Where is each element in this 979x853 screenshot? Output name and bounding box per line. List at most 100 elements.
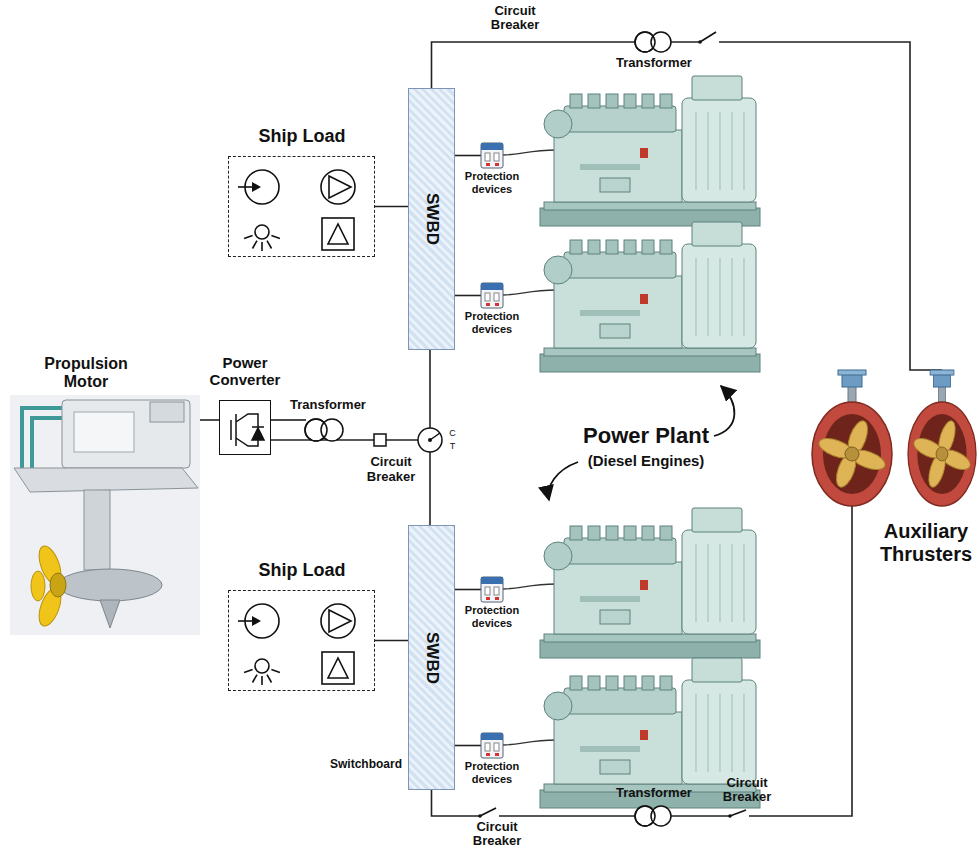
switchboard-bar: SWBD bbox=[408, 88, 455, 350]
generator-wire bbox=[503, 150, 556, 155]
protection-device-outline bbox=[481, 577, 503, 602]
protection-device-outline bbox=[481, 143, 503, 168]
node-label: Protection devices bbox=[465, 760, 519, 785]
circuit-breaker-symbol bbox=[478, 814, 482, 818]
power-cable bbox=[429, 350, 431, 428]
component-label: Switchboard bbox=[330, 757, 402, 771]
propulsion-motor-picture bbox=[14, 468, 198, 492]
circuit-breaker-symbol bbox=[700, 32, 716, 42]
node-text: Protection devices bbox=[460, 604, 524, 629]
node-label: Auxiliary Thrusters bbox=[880, 520, 972, 565]
node-label: Protection devices bbox=[465, 604, 519, 629]
node-label: SWBD bbox=[422, 193, 441, 245]
plain-label: Transformer bbox=[286, 398, 370, 413]
transformer-symbol bbox=[305, 419, 327, 441]
transformer-symbol bbox=[635, 806, 655, 826]
power-converter-outline bbox=[219, 400, 271, 455]
power-cable bbox=[455, 745, 481, 747]
ship-load-box: Ship Load bbox=[228, 560, 376, 692]
propulsion-motor-picture bbox=[10, 395, 200, 635]
transformer-symbol bbox=[651, 32, 671, 52]
protection-device: Protection devices bbox=[460, 577, 524, 633]
converter-symbol bbox=[231, 414, 306, 446]
node-text: C bbox=[447, 428, 458, 438]
node-label: Protection devices bbox=[465, 310, 519, 335]
propulsion-motor-picture bbox=[84, 490, 110, 570]
node-text: Power Converter bbox=[205, 354, 285, 389]
plain-label: Circuit Breaker bbox=[362, 455, 420, 485]
diesel-generator-set bbox=[540, 76, 760, 226]
power-cable bbox=[455, 295, 481, 297]
node-label: T bbox=[450, 441, 456, 451]
component-label: Circuit Breaker bbox=[473, 819, 521, 848]
diesel-generator-set bbox=[540, 508, 760, 658]
node-label: C bbox=[449, 428, 456, 438]
plain-label: Circuit Breaker bbox=[716, 776, 778, 805]
plain-label: Switchboard bbox=[326, 758, 406, 772]
power-cable bbox=[375, 640, 408, 642]
node-text: Propulsion Motor bbox=[26, 355, 146, 392]
plain-label: Power Plant bbox=[578, 423, 714, 448]
node-text: Protection devices bbox=[460, 310, 524, 335]
circuit-breaker-symbol bbox=[728, 814, 732, 818]
thruster-picture bbox=[908, 370, 976, 506]
propulsion-motor-picture bbox=[100, 600, 120, 628]
node-label: SWBD bbox=[422, 632, 441, 684]
protection-device-icon bbox=[481, 143, 503, 168]
bus-tie-switch-symbol bbox=[418, 428, 442, 452]
generator-wire bbox=[503, 740, 556, 745]
circuit-breaker-symbol bbox=[479, 812, 499, 820]
propulsion-motor-picture bbox=[31, 571, 45, 601]
node-text: T bbox=[447, 441, 458, 451]
node-label: Ship Load bbox=[259, 560, 346, 580]
power-cable bbox=[429, 452, 431, 525]
diesel-generator-set bbox=[540, 222, 760, 372]
ship-load-symbols bbox=[238, 604, 355, 685]
protection-device: Protection devices bbox=[460, 283, 524, 339]
protection-device-icon bbox=[481, 733, 503, 758]
power-cable bbox=[455, 155, 481, 157]
protection-device: Protection devices bbox=[460, 143, 524, 199]
power-cable bbox=[455, 589, 481, 591]
thruster-picture bbox=[812, 370, 892, 506]
circuit-breaker-symbol bbox=[699, 38, 719, 46]
power-plant-leader bbox=[714, 386, 734, 436]
generator-wire bbox=[503, 584, 556, 589]
propulsion-motor-picture bbox=[62, 400, 190, 468]
ship-load-box-outline bbox=[228, 156, 375, 257]
propulsion-motor-outline bbox=[10, 395, 200, 635]
node-label: Propulsion Motor bbox=[44, 355, 128, 390]
transformer-symbol bbox=[635, 32, 655, 52]
node-text: Ship Load bbox=[228, 560, 376, 581]
plain-label: (Diesel Engines) bbox=[578, 452, 714, 469]
protection-device-outline bbox=[481, 733, 503, 758]
propulsion-motor-picture bbox=[10, 395, 200, 635]
circuit-breaker-symbol bbox=[374, 32, 749, 820]
circuit-breaker-symbol bbox=[698, 40, 702, 44]
bus-tie-switch-symbol bbox=[418, 428, 442, 452]
converter-symbol bbox=[231, 414, 264, 446]
protection-device-icon bbox=[481, 577, 503, 602]
power-cable bbox=[432, 370, 853, 816]
node-text: Ship Load bbox=[228, 126, 376, 147]
power-plant-leader bbox=[548, 386, 734, 500]
propulsion-motor-picture bbox=[150, 402, 184, 422]
propulsion-motor-picture bbox=[58, 569, 162, 601]
plain-label: Transformer bbox=[612, 56, 696, 71]
node-text: Protection devices bbox=[460, 760, 524, 785]
component-label: Transformer bbox=[616, 55, 692, 70]
generator-wire bbox=[503, 290, 556, 295]
protection-device-outline bbox=[481, 283, 503, 308]
component-label: Circuit Breaker bbox=[367, 454, 415, 484]
switchboard-bar: SWBD bbox=[408, 525, 455, 790]
power-plant-leader bbox=[548, 462, 578, 500]
circuit-breaker-symbol bbox=[374, 434, 386, 446]
node-text: SWBD bbox=[422, 632, 442, 684]
component-label: Circuit Breaker bbox=[723, 775, 771, 804]
protection-device: Protection devices bbox=[460, 733, 524, 789]
power-converter: Power Converter bbox=[205, 354, 285, 456]
